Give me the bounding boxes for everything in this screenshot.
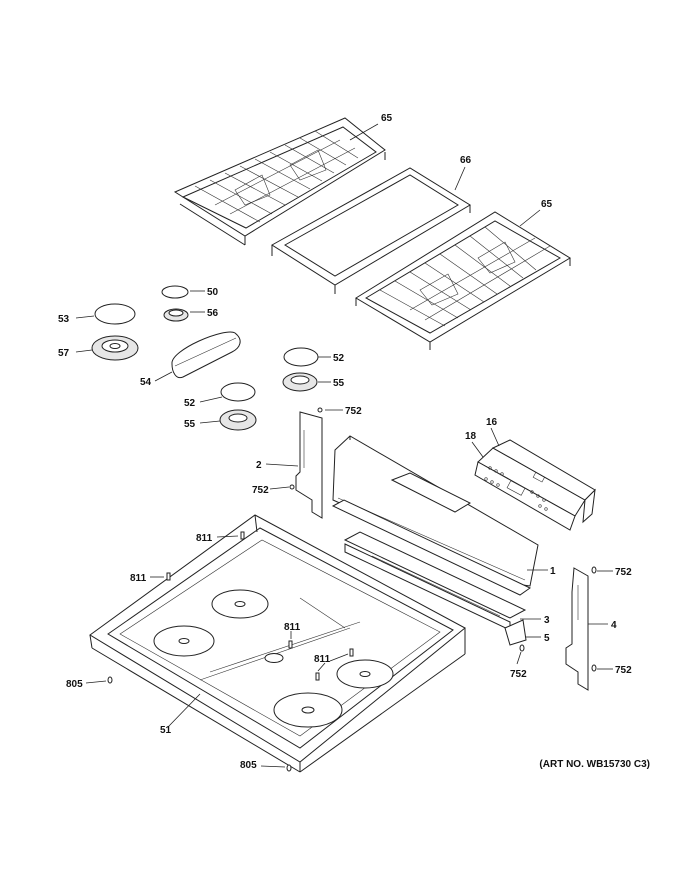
callout-55-right: 55 [333,378,345,389]
callout-55-left: 55 [184,419,196,430]
burner-head-small: 56 [163,308,219,322]
callout-752-bottom: 752 [510,669,527,680]
callout-811-top: 811 [196,533,213,544]
control-board: 16 [486,417,596,524]
oval-burner-cap: 54 [140,331,241,388]
end-cap: 5 752 [504,619,550,680]
callout-752-right-bottom: 752 [615,665,632,676]
callout-54: 54 [140,377,152,388]
clip-top: 811 [196,531,245,544]
callout-752-top: 752 [345,406,362,417]
callout-65-left: 65 [381,113,393,124]
clip-center: 811 [284,622,301,649]
screw-front-bottom: 805 [240,760,292,772]
callout-52-left: 52 [184,398,196,409]
side-bracket-left: 752 2 752 [252,406,362,519]
grate-left: 65 [173,113,393,246]
grate-right: 65 [355,199,571,350]
burner-cap-mid-right: 52 [283,347,345,367]
screw-front-left: 805 [66,676,113,690]
callout-16: 16 [486,417,498,428]
callout-752-right-top: 752 [615,567,632,578]
cooktop-main-top: 51 [89,514,466,773]
backguard: 1 [331,435,556,596]
callout-56: 56 [207,308,219,319]
burner-head-mid-right: 55 [282,372,345,392]
callout-811-center-right: 811 [314,654,331,665]
callout-811-left: 811 [130,573,147,584]
callout-57: 57 [58,348,70,359]
burner-cap-small: 50 [161,285,219,299]
burner-head-mid-left: 55 [184,409,257,431]
callout-805-left: 805 [66,679,83,690]
callout-3: 3 [544,615,550,626]
callout-1: 1 [550,566,556,577]
callout-52-right: 52 [333,353,345,364]
callout-18: 18 [465,431,477,442]
burner-cap-large: 53 [58,303,136,325]
callout-2: 2 [256,460,262,471]
callout-752-left: 752 [252,485,269,496]
callout-66: 66 [460,155,472,166]
callout-50: 50 [207,287,219,298]
clip-center-right: 811 [314,648,354,681]
burner-cap-mid-left: 52 [184,382,256,409]
control-overlay: 18 [465,431,586,531]
callout-53: 53 [58,314,70,325]
griddle: 66 [271,155,472,294]
callout-51: 51 [160,725,172,736]
callout-4: 4 [611,620,617,631]
callout-65-right: 65 [541,199,553,210]
burner-head-large: 57 [58,335,139,361]
callout-811-center: 811 [284,622,301,633]
callout-5: 5 [544,633,550,644]
callout-805-bottom: 805 [240,760,257,771]
side-bracket-right: 752 4 752 [565,566,632,691]
art-number-caption: (ART NO. WB15730 C3) [539,759,650,770]
clip-left: 811 [130,572,171,584]
